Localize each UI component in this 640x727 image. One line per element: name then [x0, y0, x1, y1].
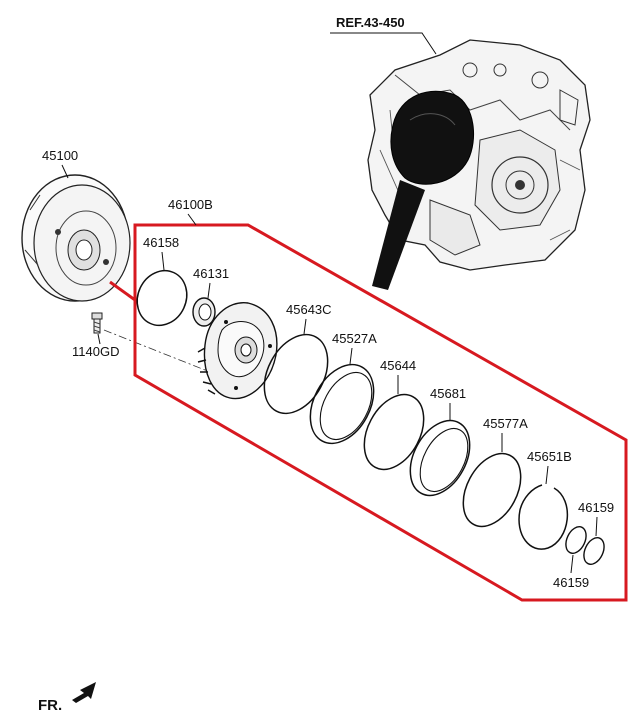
o-ring-large[interactable] — [128, 262, 195, 333]
oil-pump-assembly[interactable] — [197, 302, 278, 400]
part-label-45644[interactable]: 45644 — [380, 358, 416, 373]
o-ring-46159-b[interactable] — [580, 535, 608, 568]
connector-wedge — [372, 180, 425, 290]
torque-converter[interactable] — [21, 174, 131, 302]
ring-45643c[interactable] — [252, 324, 341, 424]
ring-45681[interactable] — [398, 410, 481, 505]
centerline — [103, 329, 211, 373]
o-ring-46159-a[interactable] — [562, 524, 590, 557]
front-arrow-icon — [72, 682, 96, 703]
part-label-45643c[interactable]: 45643C — [286, 302, 332, 317]
reference-leader — [330, 32, 437, 55]
transmission-illustration[interactable] — [367, 39, 591, 271]
oil-seal[interactable] — [192, 297, 216, 327]
part-label-1140gd[interactable]: 1140GD — [72, 344, 119, 359]
part-label-45527a[interactable]: 45527A — [332, 331, 377, 346]
front-indicator-label: FR. — [38, 697, 62, 714]
ring-45527a[interactable] — [298, 354, 387, 454]
part-label-45681[interactable]: 45681 — [430, 386, 466, 401]
bolt[interactable] — [91, 312, 103, 334]
ring-45577a[interactable] — [452, 444, 533, 536]
part-label-46159-upper[interactable]: 46159 — [578, 500, 614, 515]
ring-45644[interactable] — [352, 384, 435, 479]
snap-ring-45651b[interactable] — [518, 484, 569, 550]
part-label-46131[interactable]: 46131 — [193, 266, 229, 281]
assembly-label[interactable]: 46100B — [168, 197, 213, 212]
part-label-45577a[interactable]: 45577A — [483, 416, 528, 431]
part-label-46158[interactable]: 46158 — [143, 235, 179, 250]
assembly-outline — [109, 223, 628, 602]
part-label-45100[interactable]: 45100 — [42, 148, 78, 163]
part-label-46159-lower[interactable]: 46159 — [553, 575, 589, 590]
part-label-45651b[interactable]: 45651B — [527, 449, 572, 464]
reference-label[interactable]: REF.43-450 — [336, 15, 405, 30]
